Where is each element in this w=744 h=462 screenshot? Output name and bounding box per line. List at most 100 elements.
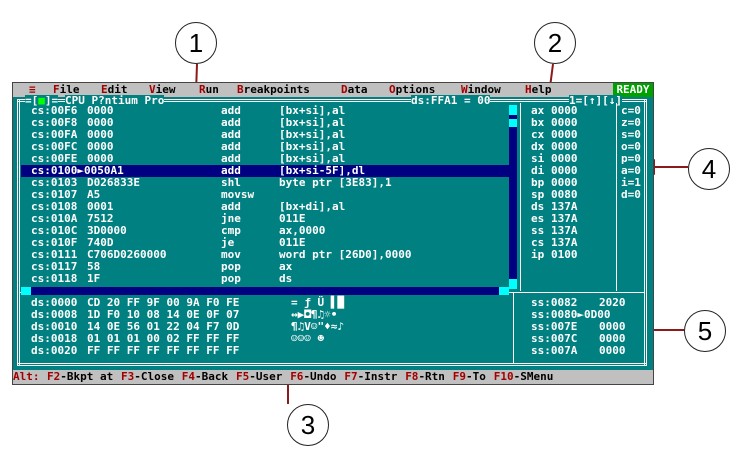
flag-row[interactable]: a=0 bbox=[621, 165, 647, 177]
flag-value: a=0 bbox=[621, 164, 641, 177]
dump-address: ds:0020 bbox=[31, 344, 78, 357]
register-value: 137A bbox=[551, 212, 578, 225]
menu-file[interactable]: File bbox=[53, 83, 80, 96]
hscroll-right-arrow[interactable] bbox=[499, 287, 509, 295]
system-menu[interactable]: ≡ bbox=[29, 83, 36, 96]
disasm-scrollbar[interactable] bbox=[509, 105, 517, 289]
stack-address: ss:0082 bbox=[531, 296, 578, 309]
menu-data[interactable]: Data bbox=[341, 83, 368, 96]
menu-view[interactable]: View bbox=[149, 83, 176, 96]
register-value: 137A bbox=[551, 236, 578, 249]
flag-row[interactable]: p=0 bbox=[621, 153, 647, 165]
scroll-up-arrow[interactable] bbox=[509, 105, 517, 115]
hscroll-left-arrow[interactable] bbox=[21, 287, 31, 295]
flag-row[interactable]: i=1 bbox=[621, 177, 647, 189]
register-value: 137A bbox=[551, 224, 578, 237]
stack-address: ss:0080►0D00 bbox=[531, 308, 611, 321]
flag-row[interactable]: d=0 bbox=[621, 189, 647, 201]
flag-row[interactable]: z=0 bbox=[621, 117, 647, 129]
menu-window[interactable]: Window bbox=[461, 83, 501, 96]
scroll-down-arrow[interactable] bbox=[509, 279, 517, 289]
fkey-label: -User bbox=[249, 370, 283, 383]
flag-row[interactable]: c=0 bbox=[621, 105, 647, 117]
fkey-f5[interactable]: F5-User bbox=[236, 371, 282, 383]
disasm-bytes: 0000 bbox=[87, 140, 114, 153]
disasm-bytes: 0001 bbox=[87, 200, 114, 213]
fkey-label: -Back bbox=[195, 370, 229, 383]
dump-address: ds:0000 bbox=[31, 296, 78, 309]
scroll-thumb[interactable] bbox=[509, 119, 517, 127]
fkey-f4[interactable]: F4-Back bbox=[182, 371, 228, 383]
fkey-f8[interactable]: F8-Rtn bbox=[405, 371, 445, 383]
cpu-window-title: CPU P?ntium Pro bbox=[65, 94, 165, 107]
disasm-address: cs:0118 bbox=[31, 272, 78, 285]
flag-row[interactable]: s=0 bbox=[621, 129, 647, 141]
dump-address: ds:0010 bbox=[31, 320, 78, 333]
callout-5: 5 bbox=[684, 310, 726, 352]
stack-row[interactable]: ss:0080►0D00 bbox=[519, 309, 641, 321]
stack-value: 0000 bbox=[599, 332, 626, 345]
menu-edit[interactable]: Edit bbox=[101, 83, 128, 96]
menu-help[interactable]: Help bbox=[525, 83, 552, 96]
stack-value: 0000 bbox=[599, 344, 626, 357]
register-name: bp bbox=[531, 176, 545, 189]
menu-options[interactable]: Options bbox=[389, 83, 436, 96]
flag-row[interactable]: o=0 bbox=[621, 141, 647, 153]
window-controls[interactable]: =[■]= bbox=[25, 94, 59, 107]
menu-breakpoints[interactable]: Breakpoints bbox=[237, 83, 310, 96]
fkey-f7[interactable]: F7-Instr bbox=[344, 371, 397, 383]
fkey-f10[interactable]: F10-SMenu bbox=[494, 371, 554, 383]
divider-regs-flags bbox=[616, 103, 617, 291]
fkey-f9[interactable]: F9-To bbox=[453, 371, 486, 383]
menu-run[interactable]: Run bbox=[199, 83, 219, 96]
disasm-address: cs:0103 bbox=[31, 176, 78, 189]
fkey-f3[interactable]: F3-Close bbox=[121, 371, 174, 383]
disasm-hscrollbar[interactable] bbox=[21, 287, 509, 295]
fkey-f2[interactable]: F2-Bkpt at bbox=[47, 371, 113, 383]
window-number-zoom[interactable]: 1=[↑][↓] bbox=[569, 94, 622, 107]
fkey-f6[interactable]: F6-Undo bbox=[290, 371, 336, 383]
